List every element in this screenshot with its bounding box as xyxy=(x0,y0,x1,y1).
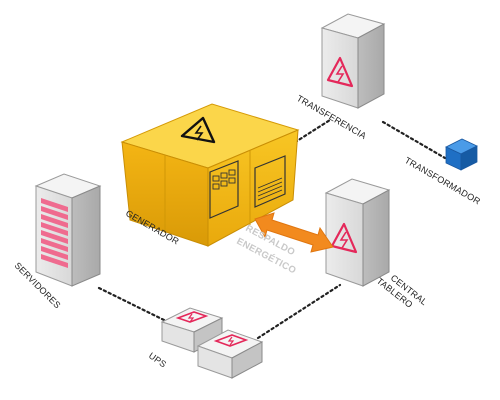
battery-icon xyxy=(175,311,209,323)
vent-grille-icon xyxy=(254,155,286,208)
warning-icon xyxy=(180,116,216,144)
warning-icon xyxy=(326,56,354,88)
ups-unit-2 xyxy=(196,329,264,379)
backup-double-arrow xyxy=(254,212,334,253)
control-panel-icon xyxy=(209,160,239,219)
generator-front xyxy=(207,129,299,247)
ups-label: UPS xyxy=(147,350,168,369)
wire-ups-panel xyxy=(256,283,342,340)
generator-panel-seams xyxy=(164,150,251,233)
warning-icon xyxy=(330,222,358,254)
wire-servers-ups xyxy=(97,286,170,324)
ups-unit-1 xyxy=(160,307,224,353)
battery-icon xyxy=(213,334,249,347)
server-rack xyxy=(34,173,102,287)
transformer-box xyxy=(445,138,478,171)
central-panel-cabinet xyxy=(324,178,391,287)
wire-transfer-transformer xyxy=(381,120,447,160)
server-slots xyxy=(41,198,68,268)
generator-unit xyxy=(120,103,300,247)
transfer-switch-cabinet xyxy=(320,13,386,109)
